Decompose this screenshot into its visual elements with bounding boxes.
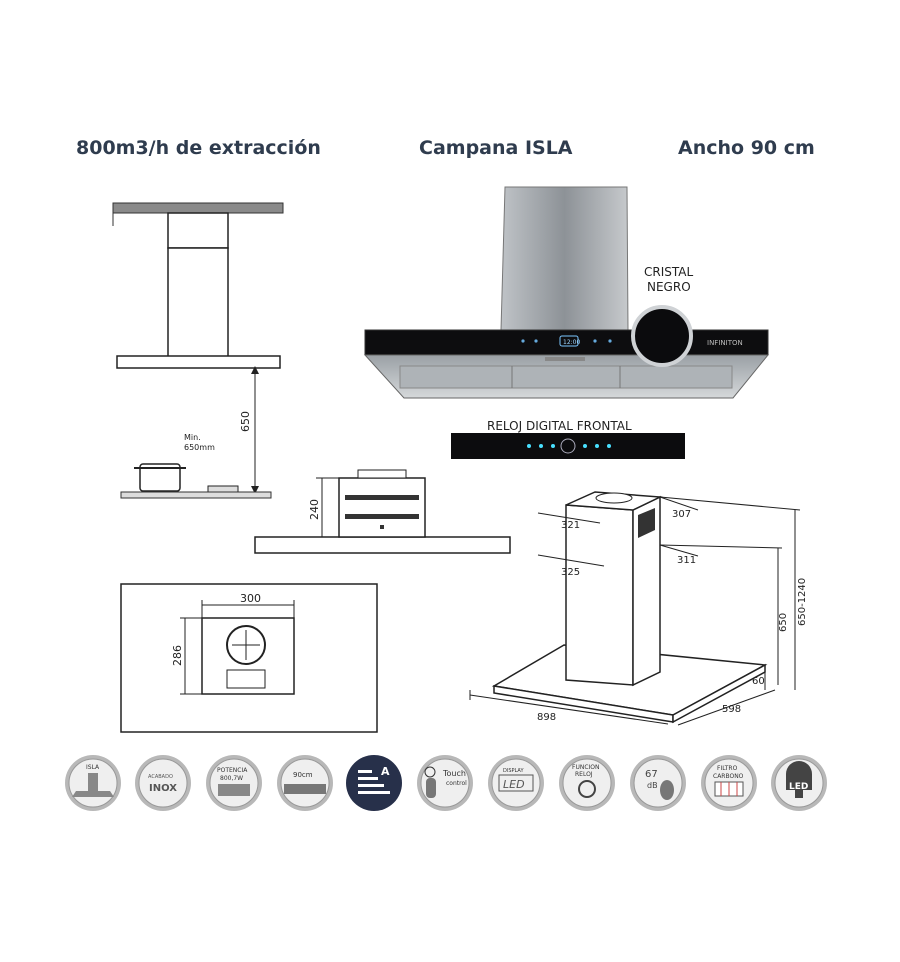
badge-display-line2: LED bbox=[503, 778, 525, 791]
badge-power-line2: 800,7W bbox=[220, 775, 243, 782]
badge-noise-value: 67 bbox=[645, 769, 658, 780]
badge-inox-line1: ACABADO bbox=[148, 774, 173, 780]
install-height-label: 650 bbox=[239, 411, 252, 432]
top-width-label: 300 bbox=[240, 592, 261, 605]
pot-icon bbox=[139, 463, 181, 492]
hood-width-label: 898 bbox=[537, 712, 556, 723]
chimney-top-depth-label: 307 bbox=[672, 509, 691, 520]
badge-filter-line1: FILTRO bbox=[717, 765, 738, 772]
badge-clock-line1: FUNCION bbox=[572, 764, 600, 771]
front-height-label: 240 bbox=[308, 499, 321, 520]
brand-logo: INFINITON bbox=[707, 339, 743, 347]
hood-type-heading: Campana ISLA bbox=[419, 137, 573, 159]
clock-function-icon: FUNCION RELOJ bbox=[559, 755, 615, 811]
badge-clock-line2: RELOJ bbox=[575, 771, 593, 778]
hood-product-photo: 12:00 INFINITON CRISTAL NEGRO bbox=[363, 186, 770, 399]
badge-width-text: 90cm bbox=[293, 771, 313, 779]
badge-filter-line2: CARBONO bbox=[713, 773, 744, 780]
top-depth-label: 286 bbox=[171, 645, 184, 666]
front-view-drawing: 240 bbox=[254, 469, 511, 554]
badge-energy-class: A bbox=[381, 765, 390, 778]
island-hood-icon: ISLA bbox=[65, 755, 121, 811]
badge-inox-line2: INOX bbox=[149, 783, 177, 794]
badge-touch-line2: control bbox=[446, 780, 467, 787]
badge-led-text: LED bbox=[789, 782, 808, 792]
badge-power-line1: POTENCIA bbox=[217, 767, 248, 774]
min-label-2: 650mm bbox=[184, 443, 215, 452]
feature-badges-row: ISLA ACABADO INOX POTENCIA 800,7W 90cm bbox=[65, 755, 827, 811]
badge-display-line1: DISPLAY bbox=[503, 768, 524, 774]
top-view-drawing: 300 286 bbox=[120, 583, 378, 733]
noise-67db-icon: 67 dB bbox=[630, 755, 686, 811]
chimney-bottom-depth-label: 311 bbox=[677, 555, 696, 566]
led-display-icon: DISPLAY LED bbox=[488, 755, 544, 811]
badge-isla-text: ISLA bbox=[86, 764, 100, 771]
canopy-height-label: 60 bbox=[752, 676, 765, 687]
side-installation-view: 650 Min. 650mm bbox=[112, 202, 284, 499]
led-light-icon: LED bbox=[771, 755, 827, 811]
isometric-dimension-drawing: 321 307 325 311 650 650-1240 60 898 598 bbox=[469, 491, 808, 726]
min-label-1: Min. bbox=[184, 433, 201, 442]
inox-finish-icon: ACABADO INOX bbox=[135, 755, 191, 811]
touch-control-icon: Touch control bbox=[417, 755, 473, 811]
glass-callout-line2: NEGRO bbox=[647, 280, 691, 294]
black-glass-magnifier bbox=[631, 305, 693, 367]
power-icon: POTENCIA 800,7W bbox=[206, 755, 262, 811]
carbon-filter-icon: FILTRO CARBONO bbox=[701, 755, 757, 811]
extraction-heading: 800m3/h de extracción bbox=[76, 137, 321, 159]
badge-noise-unit: dB bbox=[647, 781, 658, 790]
hood-depth-label: 598 bbox=[722, 704, 741, 715]
badge-touch-line1: Touch bbox=[442, 769, 466, 778]
energy-class-icon: A bbox=[346, 755, 402, 811]
clock-callout: RELOJ DIGITAL FRONTAL bbox=[487, 419, 632, 433]
photo-clock-time: 12:00 bbox=[563, 339, 580, 346]
chimney-bottom-width-label: 325 bbox=[561, 567, 580, 578]
total-height-label: 650-1240 bbox=[797, 578, 808, 626]
chimney-top-width-label: 321 bbox=[561, 520, 580, 531]
width-heading: Ancho 90 cm bbox=[678, 137, 815, 159]
glass-callout-line1: CRISTAL bbox=[644, 265, 693, 279]
digital-clock-panel: RELOJ DIGITAL FRONTAL bbox=[451, 419, 685, 459]
chimney-height-label: 650 bbox=[778, 613, 789, 632]
width-90cm-icon: 90cm bbox=[277, 755, 333, 811]
